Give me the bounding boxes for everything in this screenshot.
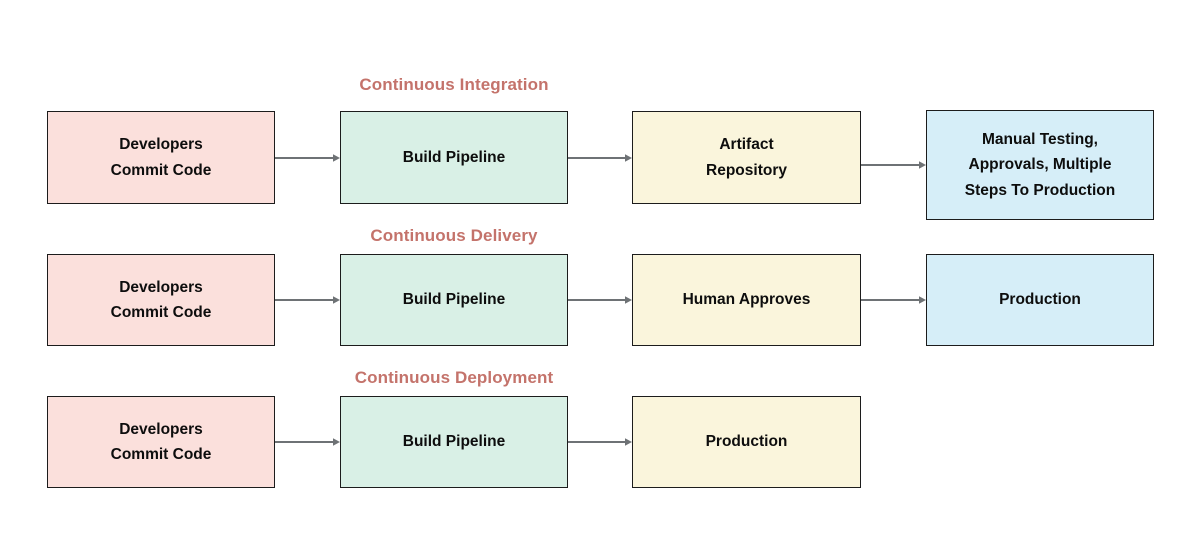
- node-label: Build Pipeline: [402, 291, 506, 309]
- row-title-continuous-integration: Continuous Integration: [359, 75, 549, 94]
- node-label: Build Pipeline: [402, 148, 506, 166]
- node-production[interactable]: Production: [632, 396, 861, 488]
- arrow-row2-2: [568, 295, 632, 305]
- node-label: Production: [999, 291, 1081, 309]
- node-build-pipeline[interactable]: Build Pipeline: [340, 254, 568, 346]
- row-title-continuous-delivery: Continuous Delivery: [370, 226, 538, 245]
- arrow-row2-1: [275, 295, 340, 305]
- arrow-row3-2: [568, 437, 632, 447]
- row-title-continuous-deployment: Continuous Deployment: [354, 368, 554, 387]
- node-label: Production: [705, 433, 788, 451]
- arrow-row1-3: [861, 160, 926, 170]
- arrow-row1-1: [275, 153, 340, 163]
- node-build-pipeline[interactable]: Build Pipeline: [340, 111, 568, 204]
- node-build-pipeline[interactable]: Build Pipeline: [340, 396, 568, 488]
- arrow-row2-3: [861, 295, 926, 305]
- node-label: Build Pipeline: [402, 433, 506, 451]
- arrow-row3-1: [275, 437, 340, 447]
- arrow-row1-2: [568, 153, 632, 163]
- node-label: Human Approves: [682, 291, 811, 309]
- node-production[interactable]: Production: [926, 254, 1154, 346]
- node-human-approves[interactable]: Human Approves: [632, 254, 861, 346]
